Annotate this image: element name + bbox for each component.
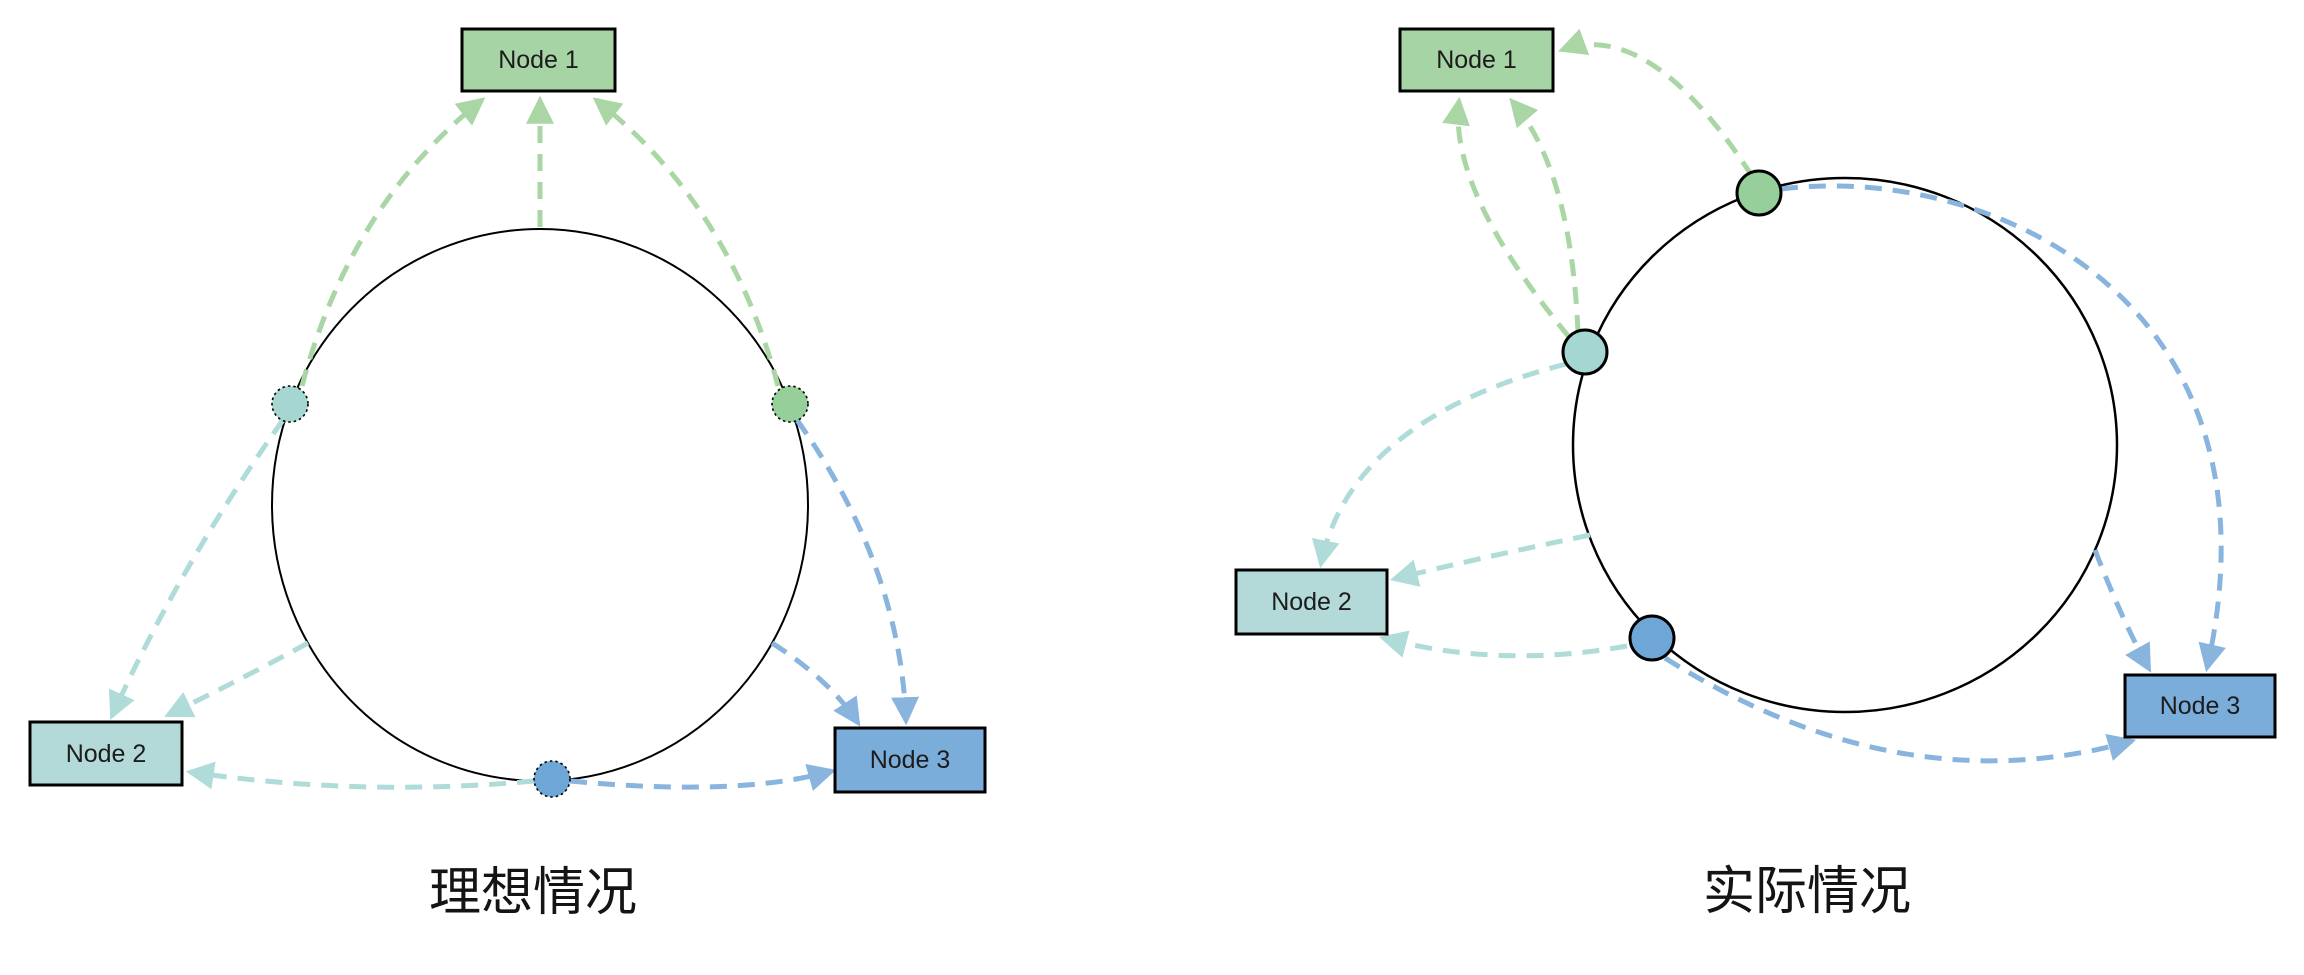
node2-label: Node 2 [66, 740, 147, 768]
hash-ring-circle [271, 228, 809, 782]
node1-label: Node 1 [1436, 46, 1517, 74]
node3-label: Node 3 [870, 746, 951, 774]
arrow-tealdot-to-node1-outer [1509, 97, 1581, 333]
arrow-bluedot-to-node2 [1378, 630, 1628, 659]
arrow-bluedot-to-node3 [1663, 655, 2137, 764]
node3-box: Node 3 [2123, 673, 2277, 739]
hash-ring-circle [1571, 176, 2119, 714]
node2-box: Node 2 [28, 720, 184, 787]
arrow-ringleftarc-to-node2 [1389, 532, 1591, 587]
node1-box: Node 1 [460, 27, 617, 93]
ideal-caption: 理想情况 [429, 864, 637, 922]
node1-rect [460, 27, 617, 93]
arrow-greendot-to-node3 [794, 418, 920, 726]
ring-dot-green [1735, 169, 1783, 217]
node1-rect [1398, 27, 1555, 93]
arrow-greendot-to-node1 [1558, 28, 1755, 178]
ring-dot-node3-position [533, 760, 571, 798]
node1-label: Node 1 [498, 46, 579, 74]
arrow-bluedot-to-node2 [185, 761, 535, 790]
node3-rect [2123, 673, 2277, 739]
node2-rect [1234, 568, 1389, 636]
arrow-tealdot-to-node1-inner [1442, 96, 1571, 339]
arrow-ringlowerright-to-node3 [2092, 549, 2152, 673]
ring-dot-blue [1628, 614, 1676, 662]
node2-rect [28, 720, 184, 787]
node3-label: Node 3 [2160, 692, 2241, 720]
node3-box: Node 3 [833, 726, 987, 794]
node2-label: Node 2 [1271, 588, 1352, 616]
node1-box: Node 1 [1398, 27, 1555, 93]
arrow-tealdot-to-node2 [1311, 361, 1567, 569]
arrow-ringlowerleft-to-node2 [164, 640, 310, 718]
arrow-ringlowerright-to-node3 [770, 640, 861, 727]
arrow-bluedot-to-node3 [569, 763, 837, 791]
arrow-tealdot-to-node2 [109, 418, 286, 720]
node3-rect [833, 726, 987, 794]
arrow-greendot-to-node3 [1780, 183, 2226, 673]
ring-dot-node2-position [271, 385, 309, 423]
arrow-tealdot-to-node1 [299, 97, 486, 387]
node2-box: Node 2 [1234, 568, 1389, 636]
ideal-hash-ring-diagram: Node 1 Node 2 Node 3 理想情况 [28, 27, 987, 922]
ring-dot-teal [1561, 328, 1609, 376]
ring-dot-node1-position [771, 385, 809, 423]
actual-caption: 实际情况 [1703, 863, 1911, 921]
actual-hash-ring-diagram: Node 1 Node 2 Node 3 实际情况 [1234, 27, 2277, 921]
arrow-greendot-to-node1 [592, 97, 781, 387]
